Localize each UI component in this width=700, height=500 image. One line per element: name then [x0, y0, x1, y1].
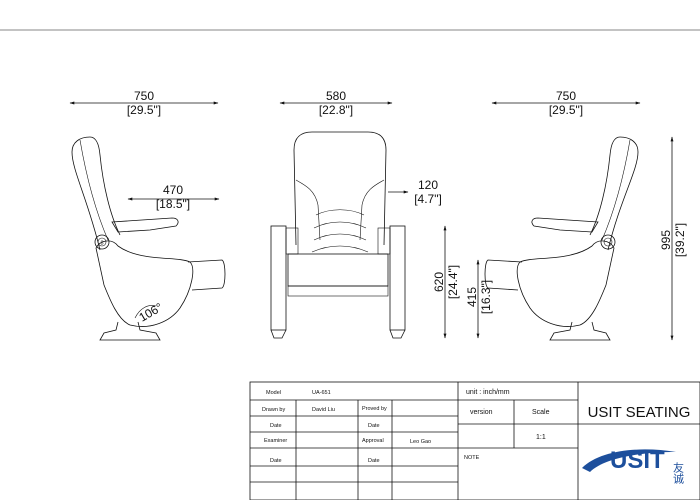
front-right-panel: [389, 225, 406, 331]
logo-cjk: 友诚: [672, 461, 685, 484]
front-seat: [287, 253, 389, 287]
left-side-panel: [95, 240, 194, 327]
back-angle-arc: [134, 305, 157, 319]
tb-approval-value: Leo Gao: [410, 439, 431, 445]
tb-drawn-by-label: Drawn by: [262, 407, 285, 413]
title-block-frame: [249, 381, 700, 500]
tb-approval-label: Approval: [362, 438, 384, 444]
right-knob: [600, 234, 616, 250]
left-backrest-outline: [71, 136, 121, 251]
arm-height-dim: 620: [432, 272, 446, 292]
armrest-length-dim: 470: [163, 183, 183, 197]
left-width-dim: 750: [134, 89, 154, 103]
tb-date-3: Date: [270, 458, 282, 464]
right-backrest-inner: [601, 139, 631, 241]
left-backrest-inner: [79, 139, 109, 241]
tb-drawn-by-value: David Liu: [312, 407, 335, 413]
tb-version-label: version: [470, 409, 493, 416]
front-seat-base: [287, 285, 389, 297]
front-feet: [270, 329, 406, 339]
front-width-dim-in: [22.8"]: [319, 103, 353, 117]
tb-scale-label: Scale: [532, 409, 550, 416]
company-name: USIT SEATING: [588, 404, 691, 421]
armrest-width-dim-in: [4.7"]: [414, 192, 442, 206]
front-view: 580 [22.8"] 120 [4.7"]: [270, 89, 442, 339]
front-width-dim: 580: [326, 89, 346, 103]
logo-text: USIT: [610, 447, 665, 474]
tb-date-1: Date: [270, 423, 282, 429]
tb-note-label: NOTE: [464, 455, 480, 461]
tb-date-4: Date: [368, 458, 380, 464]
usit-logo: USIT 友诚: [582, 447, 685, 484]
seat-height-dim: 415: [465, 287, 479, 307]
right-base: [549, 321, 611, 341]
right-side-panel: [516, 240, 615, 327]
tb-unit: unit : inch/mm: [466, 389, 510, 396]
tb-examiner-label: Examiner: [264, 438, 287, 444]
left-armrest: [111, 217, 179, 233]
tb-model-label: Model: [266, 390, 281, 396]
tb-proved-by-label: Proved by: [362, 406, 387, 412]
front-left-panel: [270, 225, 287, 331]
front-backrest: [293, 131, 387, 246]
right-armrest: [531, 217, 599, 233]
left-seat: [187, 259, 226, 291]
front-cushion-folds: [311, 209, 369, 253]
total-height-dim-in: [39.2"]: [673, 223, 687, 257]
left-knob: [94, 234, 110, 250]
front-cushion-sides: [295, 179, 385, 241]
right-seat: [484, 259, 523, 291]
right-knob-inner: [603, 237, 613, 247]
left-base: [99, 321, 161, 341]
left-knob-inner: [97, 237, 107, 247]
armrest-length-dim-in: [18.5"]: [156, 197, 190, 211]
left-knob-mark: 8: [100, 241, 103, 247]
height-dimensions: 620 [24.4"] 415 [16.3"]: [432, 225, 493, 339]
left-side-view: 750 [29.5"] 470 [18.5"] 8 106°: [69, 89, 226, 341]
tb-model-value: UA-651: [312, 390, 331, 396]
armrest-width-dim: 120: [418, 178, 438, 192]
title-block: Model UA-651 unit : inch/mm Drawn by Dav…: [249, 381, 700, 500]
tb-scale-value: 1:1: [536, 434, 546, 441]
left-width-dim-in: [29.5"]: [127, 103, 161, 117]
right-width-dim: 750: [556, 89, 576, 103]
right-side-view: 750 [29.5"] 995 [39.2"]: [484, 89, 687, 341]
back-angle-label: 106°: [137, 300, 166, 325]
tb-date-2: Date: [368, 423, 380, 429]
right-width-dim-in: [29.5"]: [549, 103, 583, 117]
right-backrest-outline: [589, 136, 639, 251]
total-height-dim: 995: [659, 230, 673, 250]
arm-height-dim-in: [24.4"]: [446, 265, 460, 299]
